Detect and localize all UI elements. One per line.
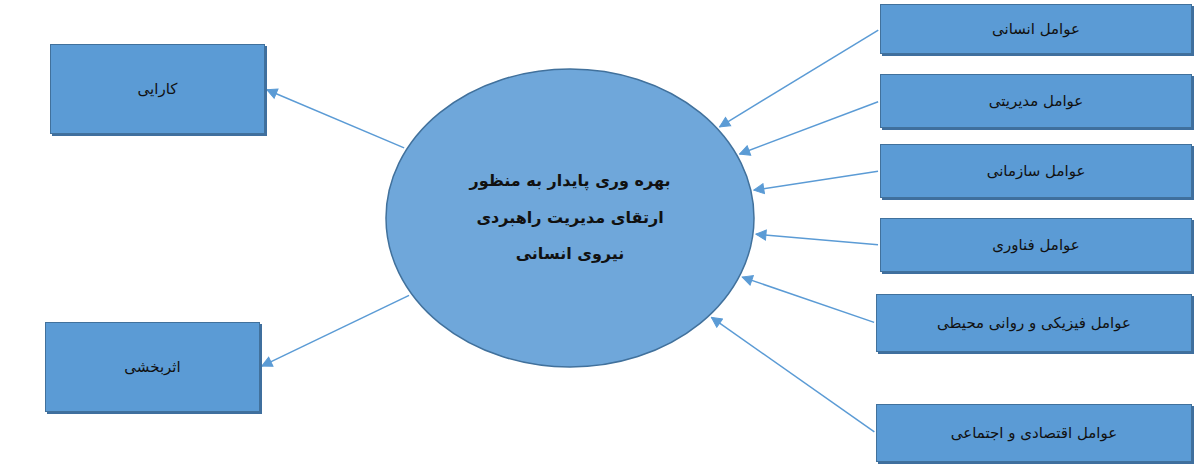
connector-arrow	[711, 317, 874, 431]
connector-arrow	[720, 30, 879, 127]
connector-arrow	[740, 102, 879, 154]
box-label: عوامل مدیریتی	[979, 92, 1094, 110]
central-title: بهره وری پایدار به منظور ارتقای مدیریت ر…	[463, 163, 678, 273]
box-label: اثربخشی	[114, 358, 190, 376]
factor-box: عوامل سازمانی	[880, 144, 1192, 198]
box-label: عوامل فناوری	[982, 236, 1090, 254]
connector-arrow	[754, 171, 878, 190]
connector-arrow	[756, 234, 878, 245]
factor-box: عوامل اقتصادی و اجتماعی	[876, 404, 1192, 462]
ellipse-shape	[386, 69, 754, 367]
box-label: عوامل انسانی	[982, 20, 1090, 38]
factor-box: عوامل انسانی	[880, 4, 1192, 54]
central-ellipse: بهره وری پایدار به منظور ارتقای مدیریت ر…	[385, 68, 755, 368]
connector-arrow	[742, 277, 874, 322]
box-label: کارایی	[128, 80, 188, 98]
connector-arrow	[267, 90, 404, 148]
outcome-box: اثربخشی	[45, 322, 260, 412]
connector-arrow	[262, 295, 409, 366]
box-label: عوامل سازمانی	[977, 162, 1096, 180]
box-label: عوامل فیزیکی و روانی محیطی	[927, 314, 1141, 332]
box-label: عوامل اقتصادی و اجتماعی	[941, 424, 1127, 442]
outcome-box: کارایی	[50, 44, 265, 134]
factor-box: عوامل مدیریتی	[880, 74, 1192, 128]
factor-box: عوامل فیزیکی و روانی محیطی	[876, 294, 1192, 352]
factor-box: عوامل فناوری	[880, 218, 1192, 272]
